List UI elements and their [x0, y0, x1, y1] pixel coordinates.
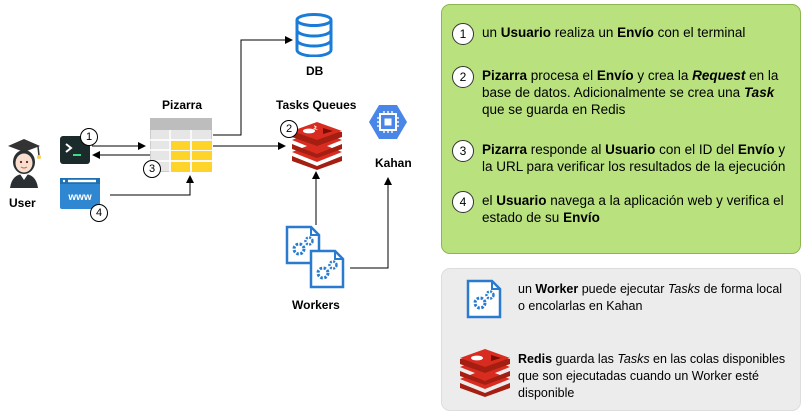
step-marker-1: 1: [80, 128, 98, 146]
edge-web-to-pizarra: [110, 175, 194, 196]
step-marker-3: 3: [143, 160, 161, 178]
tasks-queues-label: Tasks Queues: [276, 98, 357, 112]
step-marker-4: 4: [90, 204, 108, 222]
step-text: un Usuario realiza un Envío con el termi…: [482, 25, 746, 40]
www-text: www: [67, 192, 92, 203]
step-item: 3 Pizarra responde al Usuario con el ID …: [452, 140, 794, 175]
worker-icon: [466, 279, 502, 319]
db-label: DB: [306, 64, 324, 78]
kahan-label: Kahan: [375, 156, 412, 170]
workers-label: Workers: [292, 298, 340, 312]
legend-worker-text: un Worker puede ejecutar Tasks de forma …: [518, 282, 783, 313]
step-number: 1: [452, 23, 474, 45]
database-icon: [295, 13, 333, 57]
step-text: Pizarra procesa el Envío y crea la Reque…: [482, 68, 779, 117]
step-item: 1 un Usuario realiza un Envío con el ter…: [452, 23, 794, 45]
pizarra-label: Pizarra: [162, 98, 203, 112]
step-text: el Usuario navega a la aplicación web y …: [482, 193, 784, 225]
kahan-icon: [369, 105, 407, 139]
step-number: 3: [452, 140, 474, 162]
redis-icon: [460, 349, 510, 397]
workers-icon: [285, 225, 345, 289]
redis-icon: [292, 122, 342, 170]
user-icon: [8, 139, 41, 188]
edge-workers-to-kahan: [350, 177, 392, 269]
step-marker-2: 2: [280, 120, 298, 138]
edge-pizarra-to-db: [213, 36, 293, 136]
table-icon: [150, 118, 212, 172]
legend-panel: un Worker puede ejecutar Tasks de forma …: [441, 268, 801, 411]
legend-redis-text: Redis guarda las Tasks en las colas disp…: [518, 352, 786, 400]
step-number: 2: [452, 66, 474, 88]
www-icon: www: [60, 178, 100, 209]
user-label: User: [9, 196, 36, 210]
steps-panel: 1 un Usuario realiza un Envío con el ter…: [441, 4, 801, 254]
step-item: 2 Pizarra procesa el Envío y crea la Req…: [452, 66, 794, 118]
step-number: 4: [452, 191, 474, 213]
step-text: Pizarra responde al Usuario con el ID de…: [482, 142, 786, 174]
step-item: 4 el Usuario navega a la aplicación web …: [452, 191, 794, 226]
